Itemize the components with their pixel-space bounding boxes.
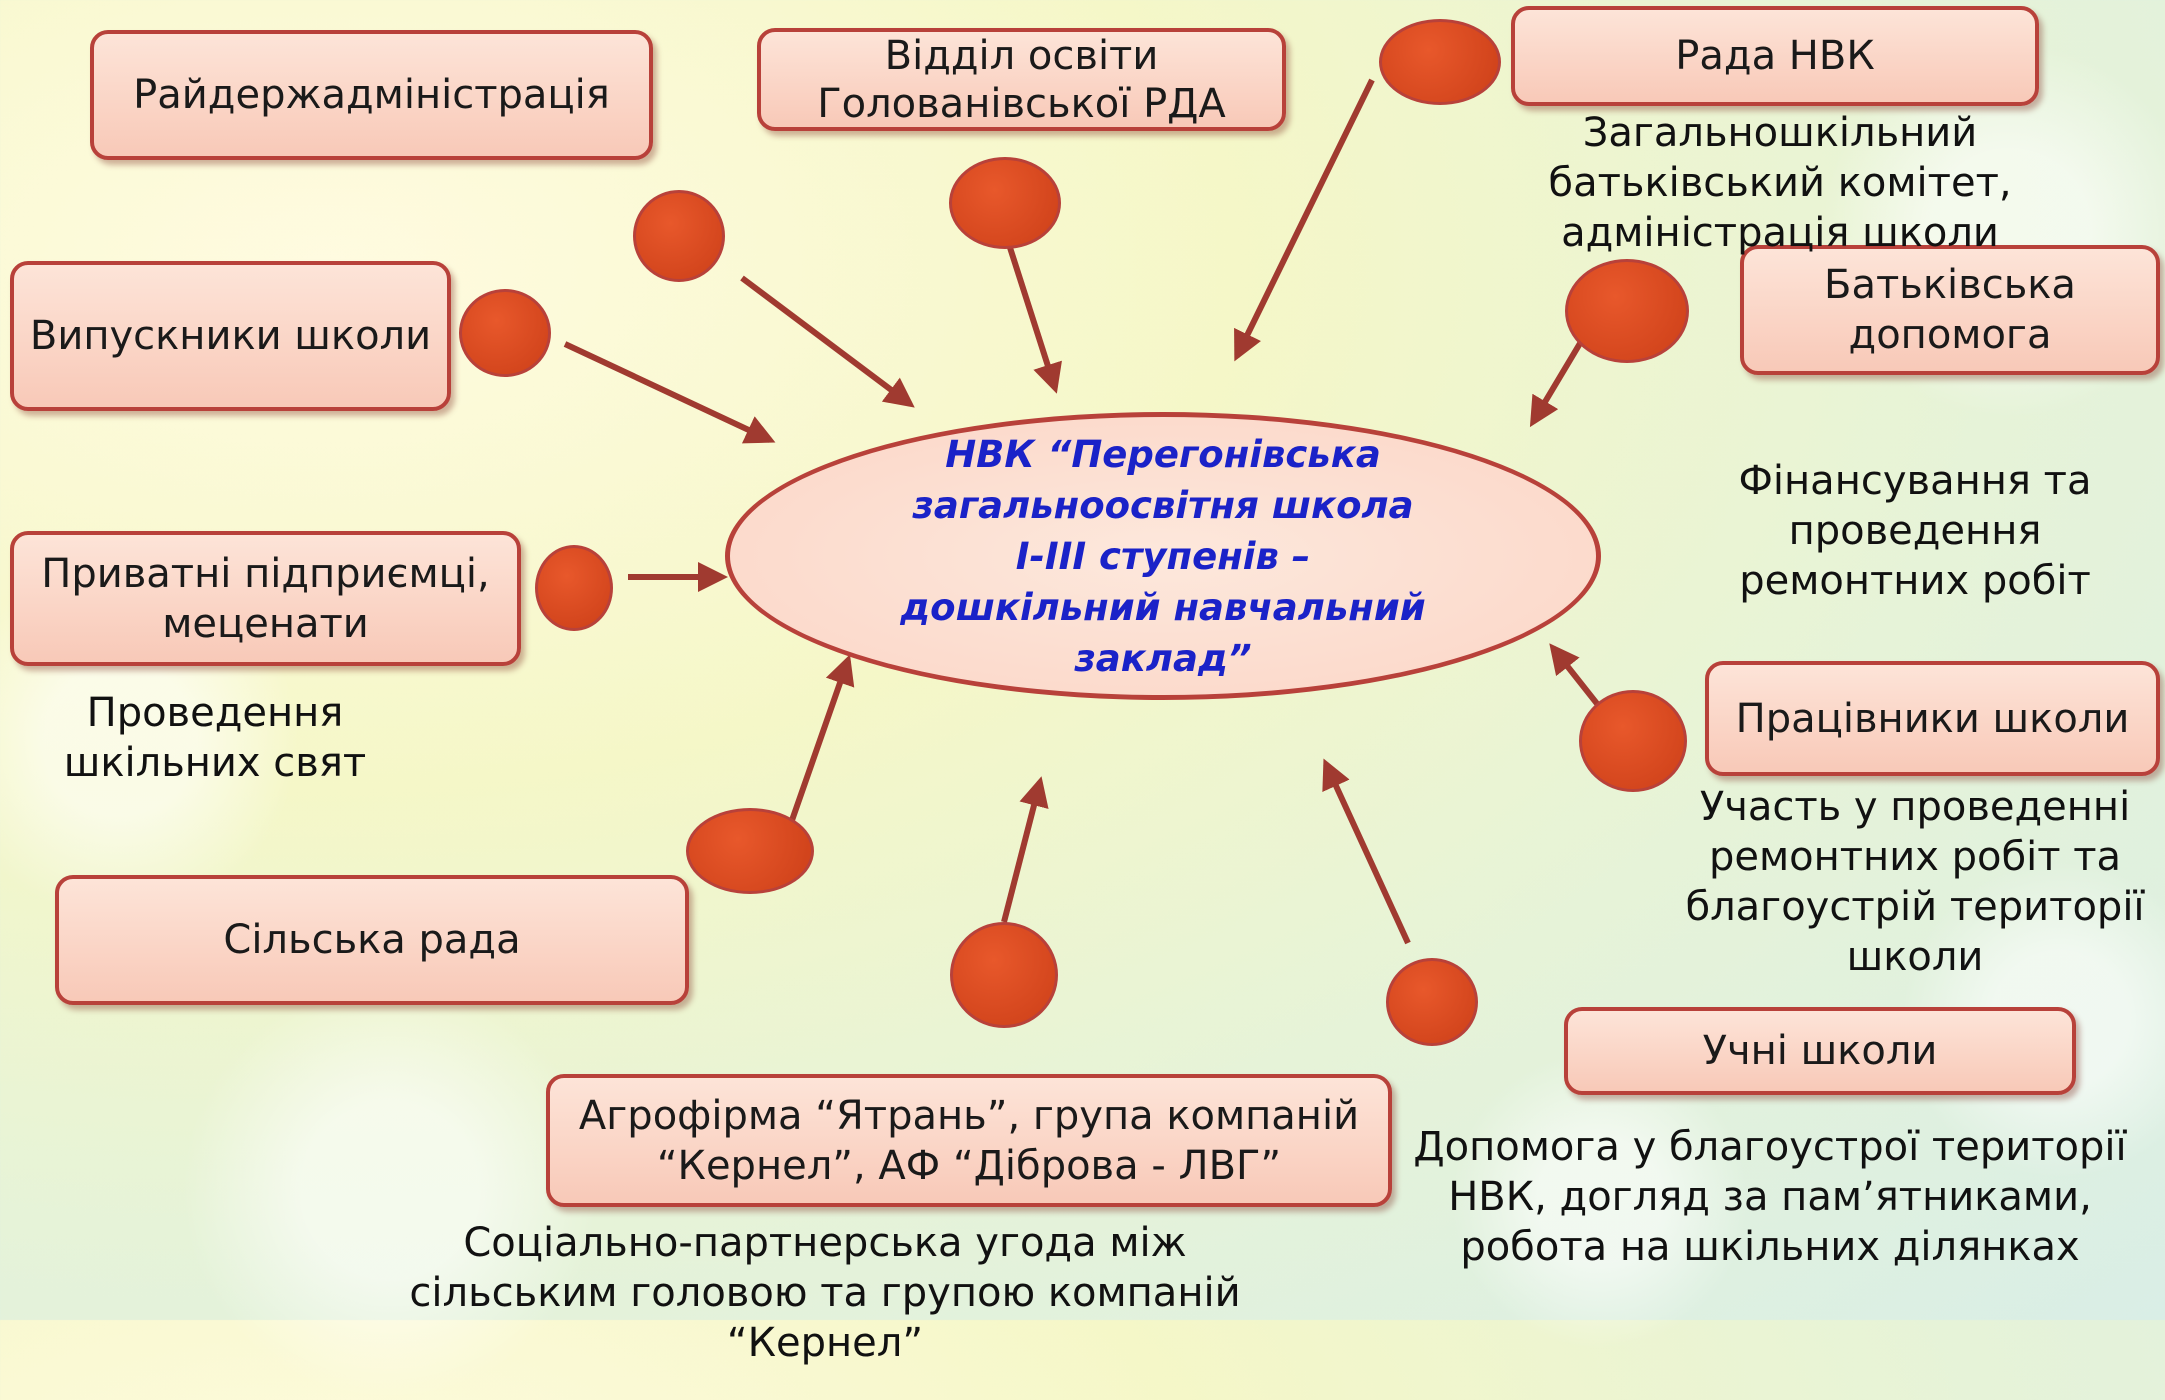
arrow-vypusknyky [563,341,776,444]
node-uchni-shkoly: Учні школи [1564,1007,2076,1095]
node-raiderzhadministratsiia: Райдержадміністрація [90,30,653,160]
note-rada-nvk: Загальношкільний батьківський комітет, а… [1548,110,2012,256]
arrow-pratsivnyky [1549,643,1605,712]
node-dot [459,289,551,377]
node-dot [1386,958,1478,1046]
note-pryvatni: Проведення шкільних свят [63,690,367,786]
note-pratsivnyky: Участь у проведенні ремонтних робіт та б… [1685,784,2145,980]
node-batkivska-dopomoha: Батьківська допомога [1740,245,2160,375]
node-viddil-osvity: Відділ освіти Голованівської РДА [757,28,1286,131]
background-flower [1450,1050,1750,1350]
arrow-batkivska [1529,328,1591,428]
node-silska-rada: Сільська рада [55,875,689,1005]
arrow-agrofirma [1001,776,1049,923]
arrow-raiderzh [740,275,915,408]
node-dot [949,157,1061,249]
node-pryvatni-pidpryiemtsi: Приватні підприємці, меценати [10,531,521,666]
arrow-viddil [1002,231,1062,394]
connector-arrows [563,78,1605,945]
node-dot [1379,19,1501,105]
node-pratsivnyky-shkoly: Працівники школи [1705,661,2160,776]
arrow-rada-nvk [1234,78,1375,362]
node-dot [1565,259,1689,363]
node-dot [633,190,725,282]
arrow-silska-rada [787,654,855,827]
node-dot [535,545,613,631]
node-vypusknyky: Випускники школи [10,261,451,411]
central-school-title: НВК “Перегонівська загальноосвітня школа… [900,432,1426,680]
central-school-ellipse: НВК “Перегонівська загальноосвітня школа… [725,412,1601,700]
note-finansuvannia: Фінансування та проведення ремонтних роб… [1738,458,2092,604]
node-dot [950,922,1058,1028]
node-dot [686,808,814,894]
node-ahrofirma: Агрофірма “Ятрань”, група компаній “Керн… [546,1074,1392,1207]
note-ahrofirma: Соціально-партнерська угода між сільськи… [409,1220,1241,1366]
arrow-uchni [1322,758,1411,945]
node-rada-nvk: Рада НВК [1511,6,2039,106]
node-dot [1579,690,1687,792]
note-uchni: Допомога у благоустрої території НВК, до… [1413,1124,2127,1270]
